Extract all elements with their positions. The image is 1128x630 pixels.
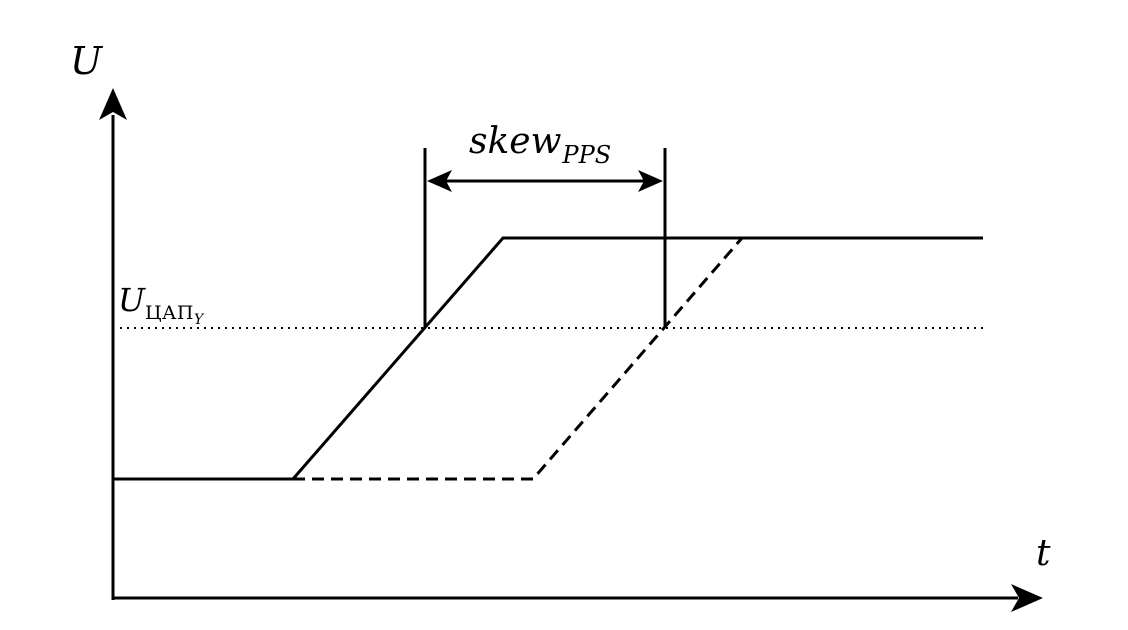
y-axis-arrowhead xyxy=(99,88,127,120)
x-axis-label-text: t xyxy=(1036,533,1051,574)
y-axis-label-text: U xyxy=(70,39,103,83)
y-axis-label: U xyxy=(70,42,102,80)
x-axis-label: t xyxy=(1036,536,1050,572)
threshold-label: UЦАПY xyxy=(118,281,203,327)
skew-label: skewPPS xyxy=(469,121,611,168)
skew-label-subscript: PPS xyxy=(562,141,612,169)
skew-arrowhead-left xyxy=(427,170,452,192)
x-axis-arrowhead xyxy=(1011,584,1043,612)
delayed-signal xyxy=(293,237,744,481)
threshold-label-main: U xyxy=(118,281,145,319)
skew-arrowhead-right xyxy=(638,170,663,192)
threshold-label-subscript: ЦАП xyxy=(144,302,194,324)
reference-signal xyxy=(113,236,983,481)
threshold-label-subsubscript: Y xyxy=(194,312,204,328)
skew-label-main: skew xyxy=(469,121,562,162)
